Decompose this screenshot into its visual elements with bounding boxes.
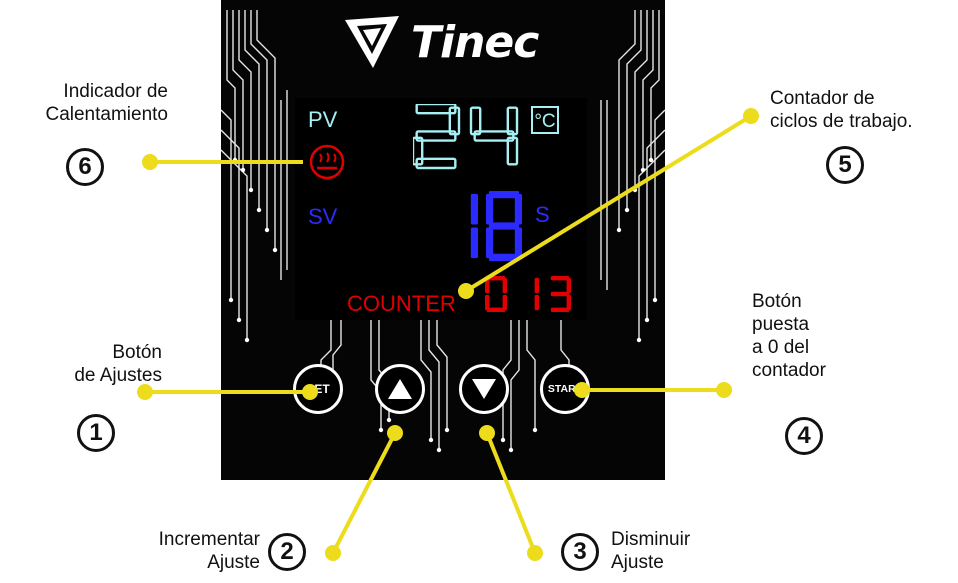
- segment-c: [534, 294, 539, 311]
- segment-b: [502, 277, 507, 294]
- segment-b: [534, 277, 539, 294]
- digit-1: [470, 193, 478, 259]
- segment-g: [415, 130, 457, 142]
- segment-a: [486, 276, 506, 281]
- segment-a: [550, 276, 570, 281]
- segment-d: [488, 253, 520, 261]
- down-arrow-icon: [472, 379, 496, 399]
- segment-g: [550, 291, 570, 297]
- annotation-3-number: 3: [561, 533, 599, 571]
- brand-logo: Tinec: [341, 12, 539, 72]
- up-arrow-icon: [388, 379, 412, 399]
- set-button-label: SET: [306, 382, 330, 396]
- segment-a: [488, 191, 520, 199]
- lcd-display: PV SV °C S COUNTER: [295, 98, 587, 320]
- segment-f: [486, 193, 494, 225]
- digit-3: [550, 276, 571, 312]
- segment-c: [514, 227, 522, 259]
- segment-e: [486, 227, 494, 259]
- sv-unit: S: [535, 202, 550, 227]
- annotation-2-number: 2: [268, 533, 306, 571]
- callout-dot-3: [527, 545, 543, 561]
- segment-b: [566, 277, 571, 294]
- segment-c: [506, 136, 519, 166]
- heating-icon: [309, 144, 345, 180]
- segment-d: [486, 307, 506, 312]
- digit-8: [486, 191, 522, 261]
- callout-dot-2: [325, 545, 341, 561]
- start-button-label: START: [547, 383, 583, 395]
- segment-f: [469, 106, 482, 136]
- segment-c: [502, 294, 507, 311]
- counter-label: COUNTER: [347, 291, 456, 316]
- segment-b: [506, 106, 519, 136]
- set-button[interactable]: SET: [293, 364, 343, 414]
- digit-2: [413, 104, 461, 170]
- callout-dot-4: [716, 382, 732, 398]
- pv-label: PV: [308, 107, 338, 132]
- pv-digits: [413, 104, 519, 170]
- annotation-6-number: 6: [66, 148, 104, 186]
- segment-b: [514, 193, 522, 225]
- controller-panel: Tinec PV SV °C S COUNTER SET START: [221, 0, 665, 480]
- digit-4: [469, 106, 519, 166]
- segment-f: [485, 277, 490, 294]
- brand-name: Tinec: [411, 16, 539, 68]
- segment-d: [550, 307, 570, 312]
- callout-dot-5: [743, 108, 759, 124]
- segment-e: [485, 294, 490, 311]
- callout-dot-6: [142, 154, 158, 170]
- digit-1: [534, 277, 539, 311]
- segment-b: [470, 193, 478, 225]
- segment-g: [488, 222, 520, 230]
- segment-c: [566, 294, 571, 311]
- counter-digits: [485, 276, 571, 312]
- decrement-button[interactable]: [459, 364, 509, 414]
- logo-icon: [345, 16, 399, 68]
- sv-digits: [470, 191, 522, 261]
- segment-d: [415, 157, 457, 170]
- sv-label: SV: [308, 204, 338, 229]
- annotation-1-number: 1: [77, 414, 115, 452]
- annotation-5-number: 5: [826, 146, 864, 184]
- start-button[interactable]: START: [540, 364, 590, 414]
- digit-0: [485, 276, 507, 312]
- pv-unit: °C: [531, 106, 559, 134]
- increment-button[interactable]: [375, 364, 425, 414]
- annotation-4-number: 4: [785, 417, 823, 455]
- segment-c: [470, 227, 478, 259]
